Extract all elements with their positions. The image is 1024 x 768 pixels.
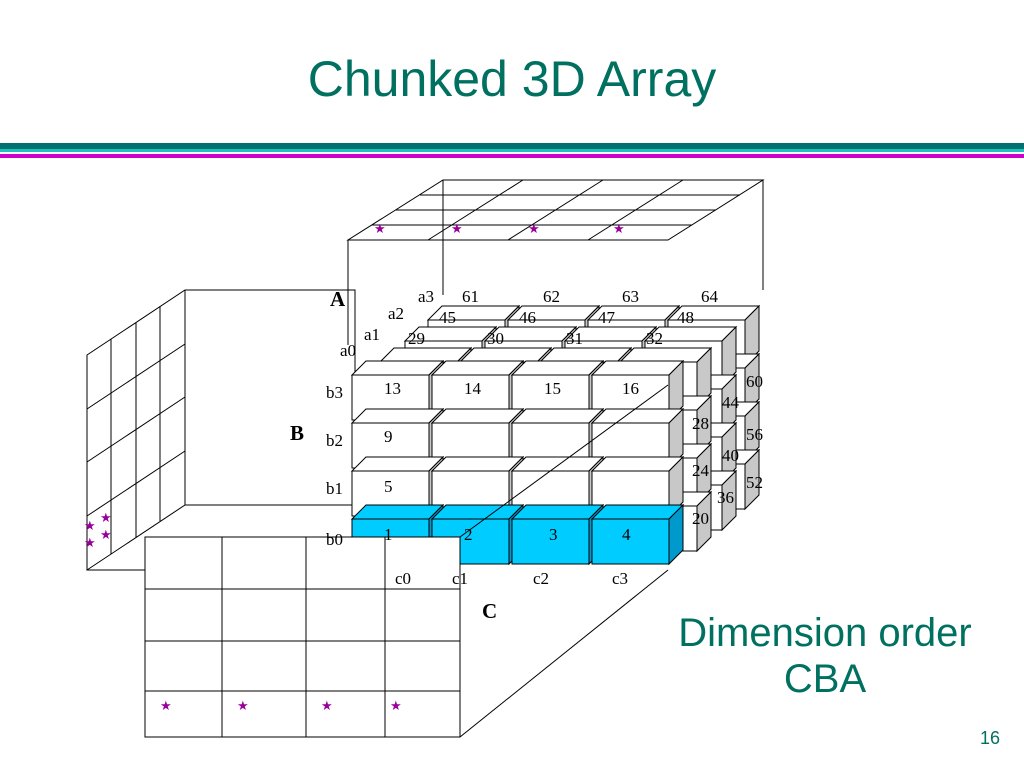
chunk-number-label: 15: [544, 379, 561, 398]
chunk-number-label: 4: [622, 525, 631, 544]
caption-line-1: Dimension order: [678, 611, 972, 655]
chunk-number-label: 64: [701, 287, 719, 306]
chunk-number-label: 46: [519, 308, 536, 327]
axis-label-c: C: [482, 599, 497, 623]
chunk-top-face: [350, 456, 445, 472]
chunk-number-label: 9: [384, 427, 393, 446]
star-icon: ★: [100, 510, 112, 525]
star-icon: ★: [613, 221, 625, 236]
chunk-top-face: [590, 456, 685, 472]
chunk-number-label: 60: [746, 372, 763, 391]
chunk-top-face: [510, 456, 605, 472]
chunk-number-label: 47: [598, 308, 616, 327]
dim-c-label-3: c3: [612, 569, 628, 588]
chunk-top-face: [430, 456, 525, 472]
front-projection-plane: [144, 384, 669, 738]
chunk-front-face: [591, 518, 670, 565]
chunk-number-label: 45: [439, 308, 456, 327]
chunk-top-face: [510, 408, 605, 424]
chunk-number-label: 2: [464, 525, 473, 544]
chunk-number-label: 61: [462, 287, 479, 306]
axis-label-b: B: [290, 421, 304, 445]
dim-a-label-1: a1: [364, 325, 380, 344]
star-icon: ★: [100, 527, 112, 542]
chunk-number-label: 16: [622, 379, 639, 398]
chunk-number-label: 5: [384, 477, 393, 496]
dim-b-label-2: b2: [326, 431, 343, 450]
chunk-number-label: 44: [722, 393, 740, 412]
page-number: 16: [979, 728, 1000, 748]
top-projection-plane: [346, 179, 765, 345]
chunk-number-label: 29: [408, 329, 425, 348]
dim-c-label-0: c0: [395, 569, 411, 588]
star-icon: ★: [84, 535, 96, 550]
star-icon: ★: [528, 221, 540, 236]
title-rule-teal: [0, 143, 1024, 149]
chunk-top-face: [430, 360, 525, 376]
chunk-top-face: [430, 408, 525, 424]
chunk-number-label: 14: [464, 379, 482, 398]
chunk-number-label: 30: [487, 329, 504, 348]
chunk-layers: [350, 304, 761, 566]
dim-b-label-0: b0: [326, 530, 343, 549]
chunk-number-label: 36: [717, 488, 734, 507]
chunk-top-face: [510, 360, 605, 376]
title-rule-cyan: [0, 149, 1024, 152]
dim-b-label-1: b1: [326, 479, 343, 498]
star-icon: ★: [374, 221, 386, 236]
dim-c-label-2: c2: [533, 569, 549, 588]
chunk-top-face: [458, 347, 553, 363]
chunk-number-label: 62: [543, 287, 560, 306]
chunk-number-label: 31: [566, 329, 583, 348]
dim-c-label-1: c1: [452, 569, 468, 588]
chunk-top-face: [590, 408, 685, 424]
chunk-number-label: 32: [646, 329, 663, 348]
star-icon: ★: [321, 698, 333, 713]
dim-a-label-3: a3: [418, 287, 434, 306]
chunk-top-face: [590, 504, 685, 520]
dim-b-label-3: b3: [326, 383, 343, 402]
chunk-top-face: [350, 360, 445, 376]
star-icon: ★: [160, 698, 172, 713]
chunk-top-face: [538, 347, 633, 363]
chunk-top-face: [590, 360, 685, 376]
axis-label-a: A: [330, 287, 346, 311]
slide-title: Chunked 3D Array: [307, 51, 717, 107]
chunk-top-face: [618, 347, 713, 363]
star-icon: ★: [84, 518, 96, 533]
chunk-top-face: [378, 347, 473, 363]
chunk-number-label: 1: [384, 525, 393, 544]
chunk-number-label: 48: [677, 308, 694, 327]
chunk-number-label: 40: [722, 446, 739, 465]
chunk-top-face: [350, 504, 445, 520]
chunk-number-label: 20: [692, 509, 709, 528]
chunk-number-label: 63: [622, 287, 639, 306]
chunk-number-label: 13: [384, 379, 401, 398]
chunk-number-label: 28: [692, 414, 709, 433]
dim-a-label-0: a0: [340, 341, 356, 360]
left-projection-plane: [86, 289, 356, 571]
chunk-number-label: 56: [746, 425, 763, 444]
caption: Dimension order CBA: [640, 610, 1010, 702]
star-icon: ★: [237, 698, 249, 713]
dim-a-label-2: a2: [388, 304, 404, 323]
caption-line-2: CBA: [783, 657, 867, 701]
chunk-number-label: 52: [746, 473, 763, 492]
chunk-number-label: 24: [692, 461, 710, 480]
chunk-top-face: [350, 408, 445, 424]
chunk-front-face: [511, 518, 590, 565]
chunk-top-face: [510, 504, 605, 520]
chunk-number-label: 3: [549, 525, 558, 544]
title-rule-magenta: [0, 154, 1024, 158]
star-icon: ★: [390, 698, 402, 713]
chunk-top-face: [430, 504, 525, 520]
star-icon: ★: [451, 221, 463, 236]
layer-a0: [350, 359, 685, 566]
